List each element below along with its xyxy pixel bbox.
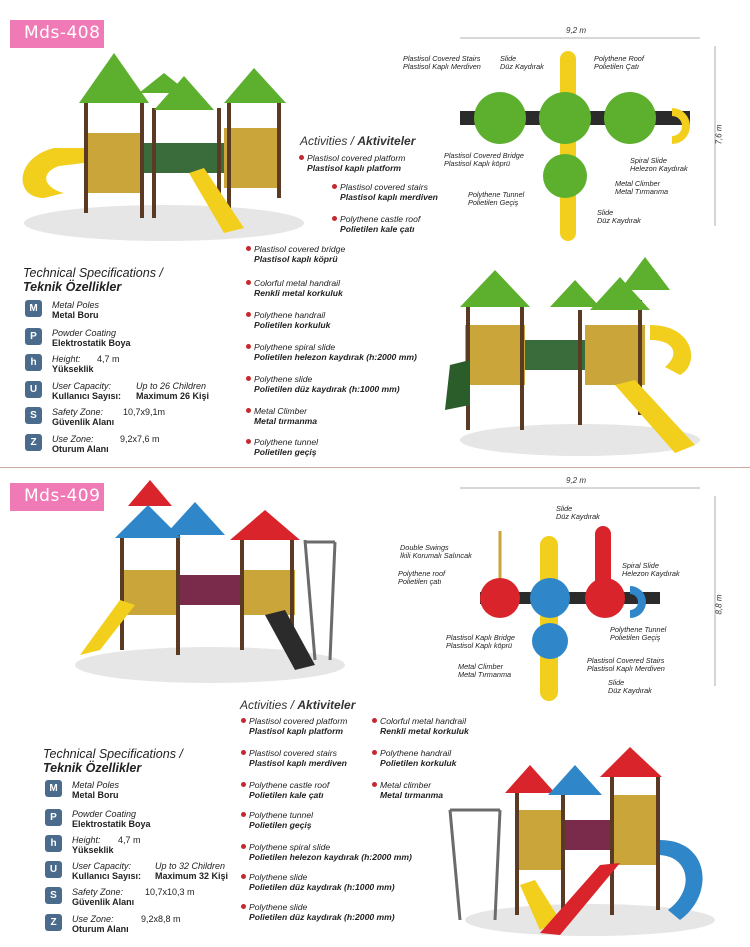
spec-row: h Height:Yükseklik 4,7 m — [25, 354, 245, 376]
spec-row: Z Use Zone:Oturum Alanı 9,2x7,6 m — [25, 434, 245, 456]
section-divider — [0, 467, 750, 468]
safety-zone-icon: S — [25, 407, 42, 424]
user-capacity-icon: U — [25, 381, 42, 398]
spec-title: Technical Specifications /Teknik Özellik… — [23, 266, 163, 294]
spec-row: h Height:Yükseklik 4,7 m — [45, 835, 245, 857]
spec-title: Technical Specifications /Teknik Özellik… — [43, 747, 183, 775]
playground-render-mds408-alt — [445, 257, 700, 456]
use-zone-icon: Z — [45, 914, 62, 931]
use-zone-icon: Z — [25, 434, 42, 451]
spec-row: U User Capacity:Kullanıcı Sayısı: Up to … — [45, 861, 245, 883]
top-view-diagram-mds409 — [460, 487, 716, 701]
height-icon: h — [25, 354, 42, 371]
activities-title: Activities / Aktiviteler — [300, 134, 416, 148]
metal-pole-icon: M — [25, 300, 42, 317]
spec-row: U User Capacity:Kullanıcı Sayısı: Up to … — [25, 381, 245, 403]
spec-row: S Safety Zone:Güvenlik Alanı 10,7x9,1m — [25, 407, 245, 429]
powder-coating-icon: P — [25, 328, 42, 345]
activities-title: Activities / Aktiviteler — [240, 698, 356, 712]
powder-coating-icon: P — [45, 809, 62, 826]
top-view-diagram-mds408 — [460, 37, 716, 241]
model-badge: Mds-408 — [10, 20, 104, 48]
playground-render-mds408 — [22, 53, 304, 241]
user-capacity-icon: U — [45, 861, 62, 878]
metal-pole-icon: M — [45, 780, 62, 797]
playground-render-mds409-alt — [448, 747, 715, 936]
model-badge: Mds-409 — [10, 483, 104, 511]
spec-row: S Safety Zone:Güvenlik Alanı 10,7x10,3 m — [45, 887, 245, 909]
width-dimension: 9,2 m — [566, 26, 587, 35]
width-dimension: 9,2 m — [566, 476, 587, 485]
height-icon: h — [45, 835, 62, 852]
playground-render-mds409 — [75, 480, 345, 683]
spec-row: Z Use Zone:Oturum Alanı 9,2x8,8 m — [45, 914, 245, 936]
safety-zone-icon: S — [45, 887, 62, 904]
